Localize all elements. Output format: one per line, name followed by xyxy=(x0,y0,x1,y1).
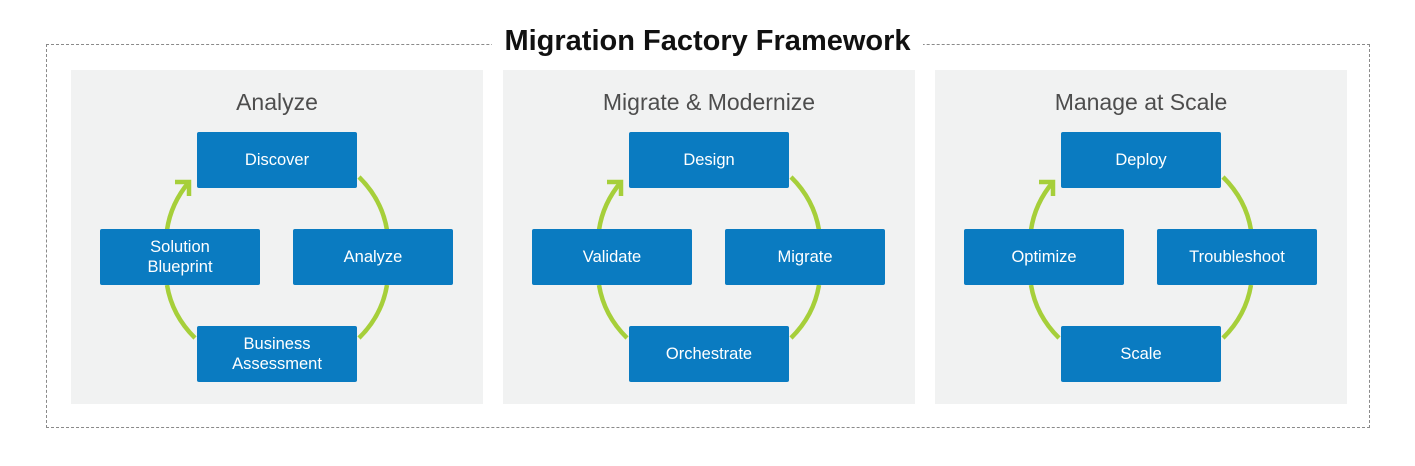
node-business-assessment: Business Assessment xyxy=(197,326,357,382)
panel-migrate-modernize: Migrate & Modernize Design Validate Migr… xyxy=(503,70,915,404)
node-scale: Scale xyxy=(1061,326,1221,382)
node-solution-blueprint: Solution Blueprint xyxy=(100,229,260,285)
panel-title: Migrate & Modernize xyxy=(602,89,816,115)
node-deploy: Deploy xyxy=(1061,132,1221,188)
panel-analyze: Analyze Discover Solution Blueprint Anal… xyxy=(71,70,483,404)
node-validate: Validate xyxy=(532,229,692,285)
node-optimize: Optimize xyxy=(964,229,1124,285)
panel-title: Analyze xyxy=(236,89,318,115)
node-analyze: Analyze xyxy=(293,229,453,285)
node-discover: Discover xyxy=(197,132,357,188)
node-troubleshoot: Troubleshoot xyxy=(1157,229,1317,285)
cycle-arrow xyxy=(1028,175,1254,340)
cycle-arrow xyxy=(164,175,390,340)
panel-manage-at-scale: Manage at Scale Deploy Optimize Troubles… xyxy=(935,70,1347,404)
panel-title: Manage at Scale xyxy=(1054,89,1228,115)
node-orchestrate: Orchestrate xyxy=(629,326,789,382)
node-design: Design xyxy=(629,132,789,188)
node-migrate: Migrate xyxy=(725,229,885,285)
cycle-arrow xyxy=(596,175,822,340)
